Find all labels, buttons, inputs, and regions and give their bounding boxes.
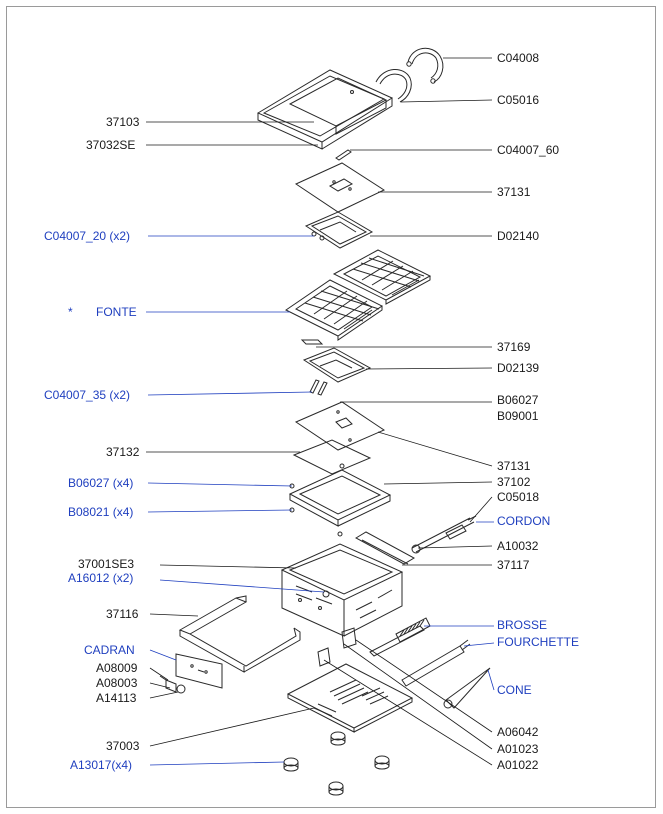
handle-c04008-drawing xyxy=(406,47,444,84)
bottom-plate-37003-drawing xyxy=(286,663,414,733)
label-a08009: A08009 xyxy=(96,661,138,675)
label-a06042: A06042 xyxy=(497,725,539,739)
label-c05018: C05018 xyxy=(497,490,540,504)
label-fourchette: FOURCHETTE xyxy=(497,635,579,649)
label-b06027-x4: B06027 (x4) xyxy=(68,476,134,490)
label-37103: 37103 xyxy=(106,115,140,129)
label-37001se3: 37001SE3 xyxy=(78,557,135,571)
label-brosse: BROSSE xyxy=(497,618,548,632)
label-a10032: A10032 xyxy=(497,539,539,553)
knob-a08009-drawing xyxy=(159,675,186,694)
label-cordon: CORDON xyxy=(497,514,551,528)
label-c05016: C05016 xyxy=(497,93,540,107)
plate-37131-top-drawing xyxy=(294,162,386,213)
handle-c05016-drawing xyxy=(375,69,412,103)
label-c04007-35: C04007_35 (x2) xyxy=(44,388,131,402)
label-37116: 37116 xyxy=(106,607,139,621)
label-37102: 37102 xyxy=(497,475,531,489)
label-cadran: CADRAN xyxy=(84,643,135,657)
dial-plate-cadran-drawing xyxy=(175,653,223,689)
fork-fourchette-drawing xyxy=(401,639,471,687)
sheet-37132-drawing xyxy=(292,439,372,475)
heating-element-d02139-drawing xyxy=(302,347,372,383)
leader-lines-blue xyxy=(146,235,495,766)
label-d02140: D02140 xyxy=(497,229,540,243)
waffle-plates-fonte-drawing xyxy=(285,249,432,341)
label-d02139: D02139 xyxy=(497,361,540,375)
label-c04007-20: C04007_20 (x2) xyxy=(44,229,131,243)
housing-37001se3-drawing xyxy=(280,543,404,637)
base-frame-37116-drawing xyxy=(178,595,301,673)
feet-a13017-drawing xyxy=(283,731,390,796)
heating-element-d02140-drawing xyxy=(304,211,374,249)
label-a13017-x4: A13017(x4) xyxy=(70,758,133,772)
label-37032se: 37032SE xyxy=(86,138,136,152)
label-37117: 37117 xyxy=(497,558,530,572)
rail-37117-drawing xyxy=(354,531,416,565)
pin-c04007-60-drawing xyxy=(335,149,352,161)
cone-drawing xyxy=(443,667,491,709)
plate-37131-bottom-drawing xyxy=(294,401,386,451)
brush-brosse-drawing xyxy=(369,617,431,657)
label-37169: 37169 xyxy=(497,340,531,354)
frame-37102-drawing xyxy=(288,463,392,537)
label-37132: 37132 xyxy=(106,445,140,459)
lid-frame-37103-drawing xyxy=(256,69,394,150)
pins-c04007-35-drawing xyxy=(309,379,328,396)
label-a01022: A01022 xyxy=(497,758,539,772)
cord-cordon-drawing xyxy=(411,515,477,554)
label-cone: CONE xyxy=(497,683,532,697)
label-c04007-60: C04007_60 xyxy=(497,143,560,157)
label-fonte: FONTE xyxy=(96,305,137,319)
label-b06027: B06027 xyxy=(497,393,539,407)
label-b08021-x4: B08021 (x4) xyxy=(68,505,134,519)
label-37003: 37003 xyxy=(106,739,140,753)
label-37131-top: 37131 xyxy=(497,185,531,199)
diagram-frame xyxy=(6,6,656,808)
label-a01023: A01023 xyxy=(497,742,539,756)
label-fonte-asterisk: * xyxy=(68,305,73,319)
leader-lines-black xyxy=(146,57,493,766)
bracket-37169-drawing xyxy=(300,339,324,345)
label-a08003: A08003 xyxy=(96,676,138,690)
label-a14113: A14113 xyxy=(96,691,137,705)
label-a16012-x2: A16012 (x2) xyxy=(68,571,134,585)
label-c04008: C04008 xyxy=(497,51,540,65)
label-b09001: B09001 xyxy=(497,409,539,423)
label-37131-mid: 37131 xyxy=(497,459,531,473)
switch-a06042-drawing xyxy=(317,627,357,667)
